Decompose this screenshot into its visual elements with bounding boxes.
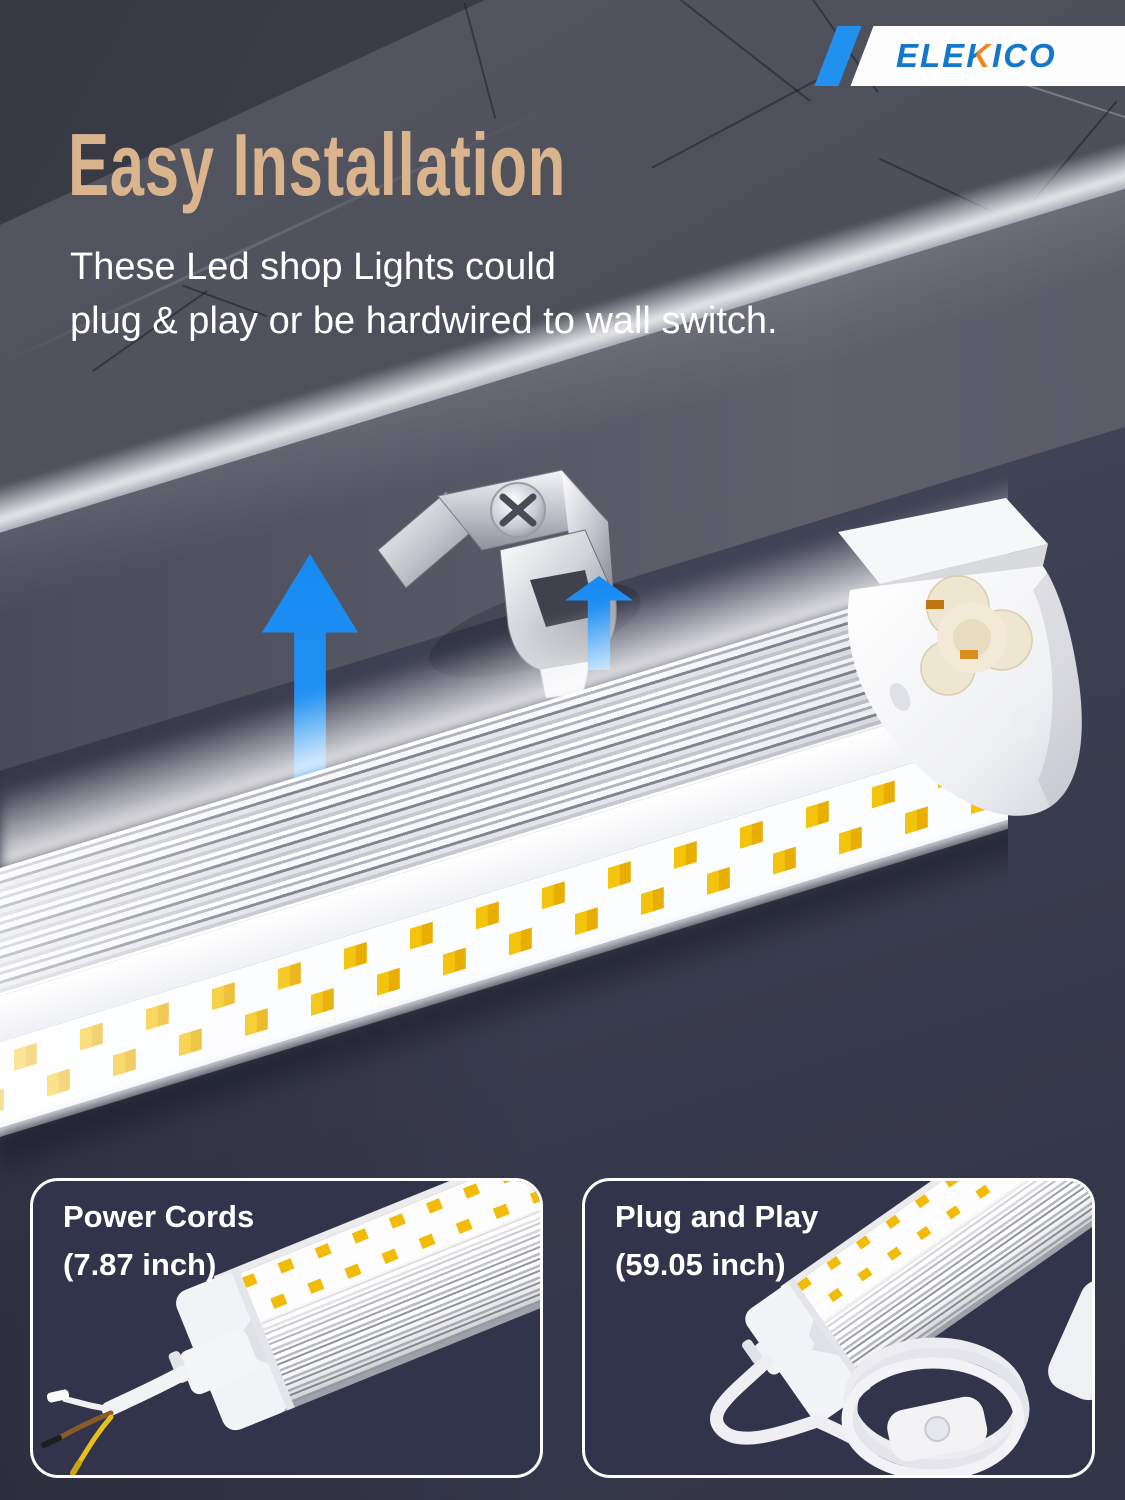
panel-title: Plug and Play: [615, 1199, 819, 1234]
logo-text-post: ICO: [992, 37, 1057, 74]
wire-yellow-tip: [70, 1460, 82, 1475]
edge-plug-piece: [1048, 1279, 1092, 1401]
power-cord-illustration: [41, 1181, 540, 1475]
logo-text-pre: ELE: [896, 37, 967, 74]
plug-and-play-illustration: [710, 1181, 1092, 1475]
inline-switch: [887, 1396, 988, 1462]
panel-power-cords: Power Cords (7.87 inch): [30, 1178, 543, 1478]
connector-pin: [960, 650, 978, 659]
cap-screw-dimple: [889, 682, 911, 712]
panel-subtitle: (7.87 inch): [63, 1247, 217, 1282]
subtitle: These Led shop Lights could plug & play …: [70, 240, 778, 348]
connector-pin: [926, 600, 944, 609]
panel-title: Power Cords: [63, 1199, 255, 1234]
cord-coil: [841, 1357, 1025, 1475]
power-cord: [41, 1329, 259, 1475]
panel-subtitle: (59.05 inch): [615, 1247, 786, 1282]
subtitle-line-2: plug & play or be hardwired to wall swit…: [70, 300, 778, 342]
logo-text-k: K: [966, 37, 993, 74]
brand-logo: ELEKICO: [896, 38, 1057, 74]
wire-brown: [56, 1410, 114, 1441]
tube-end-cap-illustration: [838, 498, 1082, 816]
phillips-screw-icon: [490, 482, 546, 538]
page-title: Easy Installation: [68, 115, 567, 214]
wire-white: [62, 1396, 114, 1412]
panel-plug-and-play: Plug and Play (59.05 inch): [582, 1178, 1095, 1478]
cap-screw-dimple: [1010, 708, 1034, 740]
connector-socket: [920, 575, 1033, 696]
wire-white-tip: [46, 1389, 70, 1403]
plug-cord: [710, 1279, 1092, 1475]
subtitle-line-1: These Led shop Lights could: [70, 246, 556, 288]
wire-black-tip: [41, 1435, 62, 1448]
switch-button: [924, 1415, 951, 1442]
panel-tube: [176, 1181, 540, 1431]
wire-yellow: [76, 1414, 114, 1466]
